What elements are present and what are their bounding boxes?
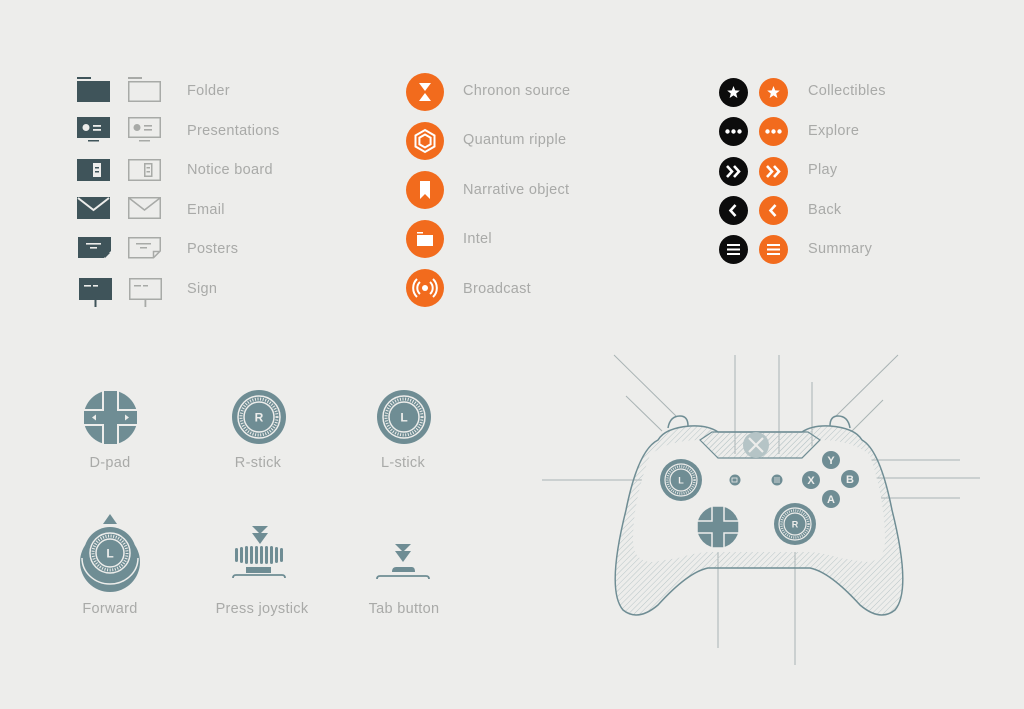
double-chevron-right-orange-icon [759, 157, 788, 186]
label-chronon-source: Chronon source [463, 83, 571, 99]
label-rstick: R-stick [234, 455, 282, 471]
label-quantum-ripple: Quantum ripple [463, 132, 567, 148]
label-dpad: D-pad [89, 455, 131, 471]
notice-board-outline-icon [128, 159, 162, 183]
envelope-outline-icon [128, 197, 162, 221]
double-chevron-right-black-icon [719, 157, 748, 186]
tab-button-icon [376, 543, 432, 583]
view-button-icon [729, 474, 741, 486]
ellipsis-orange-icon [759, 117, 788, 146]
x-button-icon [802, 471, 820, 489]
label-notice-board: Notice board [187, 162, 273, 178]
label-forward: Forward [82, 601, 138, 617]
label-press-joystick: Press joystick [215, 601, 309, 617]
label-presentations: Presentations [187, 123, 280, 139]
hamburger-black-icon [719, 235, 748, 264]
label-email: Email [187, 202, 225, 218]
hexagon-icon [406, 122, 444, 160]
label-narrative-object: Narrative object [463, 182, 570, 198]
hourglass-icon [406, 73, 444, 111]
label-summary: Summary [808, 241, 873, 257]
controller-left-stick-icon: L [660, 459, 702, 501]
svg-text:Y: Y [827, 455, 835, 467]
bookmark-icon [406, 171, 444, 209]
presentation-outline-icon [128, 117, 162, 143]
broadcast-icon [406, 269, 444, 307]
label-posters: Posters [187, 241, 239, 257]
label-play: Play [808, 162, 838, 178]
y-button-icon [822, 451, 840, 469]
hamburger-orange-icon [759, 235, 788, 264]
envelope-filled-icon [77, 197, 111, 221]
label-back: Back [808, 202, 842, 218]
label-broadcast: Broadcast [463, 281, 531, 297]
b-button-icon [841, 470, 859, 488]
svg-text:L: L [678, 476, 684, 486]
poster-outline-icon [128, 237, 162, 261]
press-joystick-icon [232, 524, 288, 580]
svg-text:R: R [792, 520, 799, 530]
controller-diagram: L R Y B X A [540, 340, 990, 670]
folder-outline-icon [128, 77, 162, 103]
dpad-icon [83, 390, 138, 445]
poster-filled-icon [78, 237, 112, 261]
label-tab-button: Tab button [368, 601, 440, 617]
a-button-icon [822, 490, 840, 508]
left-stick-icon: L [376, 389, 432, 445]
sign-outline-icon [129, 278, 163, 308]
presentation-filled-icon [77, 117, 111, 143]
svg-text:R: R [255, 411, 264, 425]
label-sign: Sign [187, 281, 218, 297]
label-lstick: L-stick [381, 455, 425, 471]
notice-board-filled-icon [77, 159, 111, 183]
svg-text:X: X [807, 475, 815, 487]
label-folder: Folder [187, 83, 230, 99]
star-black-icon [719, 78, 748, 107]
controller-right-stick-icon: R [774, 503, 816, 545]
star-orange-icon [759, 78, 788, 107]
controller-dpad-icon [696, 505, 740, 549]
folder-filled-icon [77, 77, 111, 103]
label-collectibles: Collectibles [808, 83, 886, 99]
chevron-left-orange-icon [759, 196, 788, 225]
svg-text:L: L [106, 547, 113, 561]
ellipsis-black-icon [719, 117, 748, 146]
label-intel: Intel [463, 231, 492, 247]
svg-text:A: A [827, 494, 835, 506]
chevron-left-black-icon [719, 196, 748, 225]
svg-text:L: L [400, 411, 407, 425]
svg-text:B: B [846, 474, 854, 486]
stick-forward-icon: L [79, 512, 141, 596]
label-explore: Explore [808, 123, 860, 139]
sign-filled-icon [79, 278, 113, 308]
intel-folder-icon [406, 220, 444, 258]
right-stick-icon: R [231, 389, 287, 445]
